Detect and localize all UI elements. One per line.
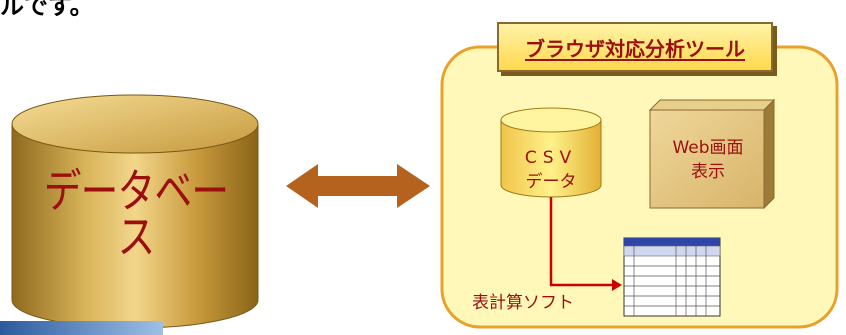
spreadsheet-icon <box>623 237 721 317</box>
csv-cylinder <box>500 107 602 198</box>
tool-title: ブラウザ対応分析ツール <box>497 22 773 72</box>
database-label: データベース <box>43 164 229 264</box>
web-label-line2: 表示 <box>691 162 725 182</box>
csv-label-line1: CSV <box>524 148 578 168</box>
web-display-box <box>648 98 776 210</box>
bidirectional-arrow-icon <box>286 164 430 208</box>
heading-text: ルです。 <box>0 0 94 20</box>
bottom-image-strip <box>0 321 163 335</box>
web-display-label: Web画面 表示 <box>653 136 763 184</box>
database-cylinder <box>11 94 259 329</box>
flow-arrow-icon <box>549 197 622 291</box>
csv-label-line2: データ <box>525 172 577 192</box>
csv-data-label: CSV データ <box>500 146 602 194</box>
web-label-line1: Web画面 <box>672 138 744 158</box>
spreadsheet-label: 表計算ソフト <box>472 293 574 313</box>
